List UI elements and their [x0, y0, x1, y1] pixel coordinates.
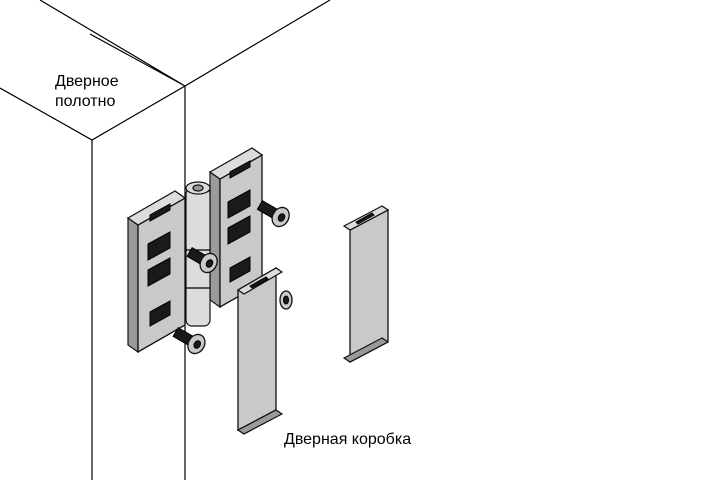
door-frame-label: Дверная коробка: [284, 431, 411, 448]
hinge-left-slot: [147, 257, 171, 287]
screw: [256, 199, 290, 228]
door-leaf-label-line2: полотно: [55, 93, 115, 110]
screw: [279, 290, 293, 310]
cover-plate-front-lip: [236, 409, 284, 435]
cover-plate-back-slot: [355, 212, 375, 225]
hinge-pin-hole: [192, 184, 204, 192]
hinge-left-slot: [147, 231, 171, 261]
cover-plate-front: [236, 266, 284, 435]
door-leaf-label-line1: Дверное: [55, 73, 119, 90]
hinge-left-slot: [149, 203, 171, 222]
cover-plate-back: [342, 205, 390, 364]
hinge-right-slot: [227, 189, 251, 219]
hinge-left-leaf-top: [126, 190, 187, 226]
hinge-left-slot: [149, 300, 171, 327]
cover-plate-back-lip: [342, 337, 390, 363]
hinge: [126, 147, 264, 354]
screw: [172, 326, 206, 355]
hinge-right-slot: [227, 215, 251, 245]
hinge-right-slot: [229, 160, 251, 179]
door-leaf-top-edge: [0, 0, 331, 141]
hinge-left-leaf-side: [127, 216, 139, 354]
screws: [172, 199, 293, 355]
cover-plate-front-slot: [249, 276, 269, 289]
hinge-right-leaf-side: [209, 170, 221, 309]
hinge-right-slot: [229, 256, 251, 283]
screw: [186, 246, 218, 274]
hinge-right-leaf-top: [208, 147, 264, 180]
